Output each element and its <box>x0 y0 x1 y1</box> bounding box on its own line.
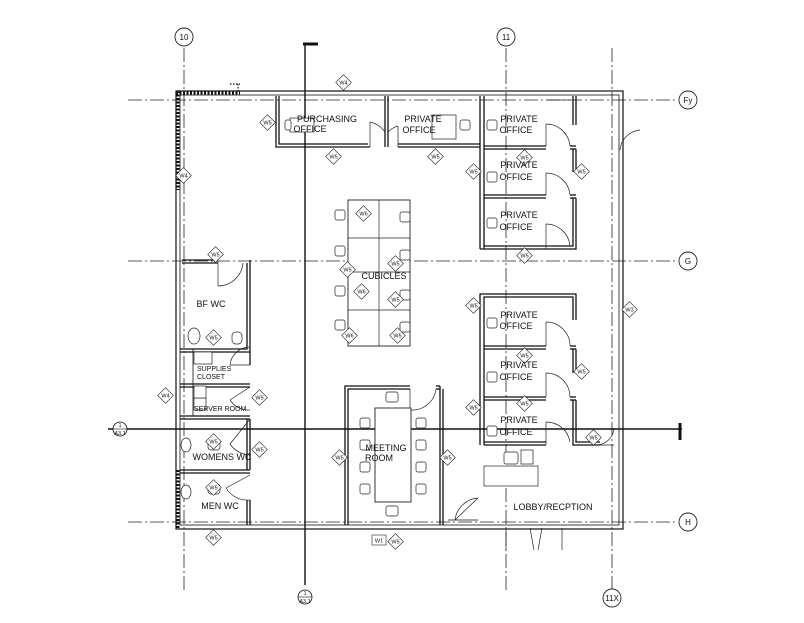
svg-text:W5: W5 <box>391 540 399 546</box>
room-label-private-4: PRIVATE <box>500 310 537 320</box>
grid-bubbles <box>174 27 698 608</box>
room-label-private-1: PRIVATE <box>500 114 537 124</box>
grid-label-11x: 11X <box>605 594 619 603</box>
svg-text:A3.1: A3.1 <box>299 599 310 605</box>
grid-label-11: 11 <box>502 33 511 42</box>
svg-text:W4: W4 <box>161 394 169 400</box>
svg-text:1: 1 <box>303 591 306 597</box>
svg-text:W5: W5 <box>343 268 351 274</box>
svg-text:W5: W5 <box>577 170 585 176</box>
svg-text:W5: W5 <box>263 121 271 127</box>
grid-label-g: G <box>685 257 691 266</box>
room-label-private-2-office: OFFICE <box>500 172 533 182</box>
room-label-private-5: PRIVATE <box>500 360 537 370</box>
room-label-purchasing: PURCHASING <box>297 114 357 124</box>
svg-text:W5: W5 <box>391 298 399 304</box>
svg-text:W5: W5 <box>520 402 528 408</box>
svg-text:W5: W5 <box>209 336 217 342</box>
svg-text:W4: W4 <box>179 174 187 180</box>
wall-type-tag-labels: W4 W5 W5 W5 W5 W5 W5 W4 W6 W5 W5 W6 W5 W… <box>161 81 633 546</box>
room-label-meeting-room: ROOM <box>365 453 393 463</box>
svg-text:W5: W5 <box>520 354 528 360</box>
svg-text:1: 1 <box>118 423 121 429</box>
svg-text:W5: W5 <box>329 155 337 161</box>
svg-text:W5: W5 <box>469 170 477 176</box>
svg-text:W5: W5 <box>211 253 219 259</box>
room-label-cubicles: CUBICLES <box>361 271 406 281</box>
room-label-private-5-office: OFFICE <box>500 372 533 382</box>
svg-text:W6: W6 <box>357 290 365 296</box>
grid-label-10: 10 <box>180 33 189 42</box>
section-marker-top: 1 A3.1 <box>112 421 128 437</box>
interior-walls <box>180 96 600 525</box>
svg-text:W5: W5 <box>431 155 439 161</box>
svg-text:W5: W5 <box>335 456 343 462</box>
svg-text:W5: W5 <box>469 406 477 412</box>
room-label-men-wc: MEN WC <box>201 501 239 511</box>
room-label-private-1-office: OFFICE <box>500 125 533 135</box>
grid-label-fy: Fy <box>684 96 693 105</box>
room-label-purchasing-office: OFFICE <box>294 124 327 134</box>
svg-text:W5: W5 <box>255 448 263 454</box>
doors <box>217 99 641 551</box>
room-label-private-6: PRIVATE <box>500 415 537 425</box>
furniture <box>180 114 539 517</box>
room-label-private-6-office: OFFICE <box>500 427 533 437</box>
room-label-private-a-office: OFFICE <box>403 125 436 135</box>
svg-text:W4: W4 <box>339 81 347 87</box>
svg-text:W5: W5 <box>443 456 451 462</box>
svg-text:W5: W5 <box>391 262 399 268</box>
room-labels: PURCHASING OFFICE PRIVATE OFFICE PRIVATE… <box>193 114 593 512</box>
room-label-lobby: LOBBY/RECPTION <box>513 502 592 512</box>
svg-text:W5: W5 <box>520 156 528 162</box>
room-label-meeting: MEETING <box>365 443 406 453</box>
svg-text:W6: W6 <box>359 212 367 218</box>
svg-text:W5: W5 <box>469 304 477 310</box>
svg-text:W5: W5 <box>520 254 528 260</box>
svg-text:W5: W5 <box>209 440 217 446</box>
svg-text:W1: W1 <box>375 539 383 545</box>
svg-text:W5: W5 <box>209 536 217 542</box>
room-label-private-2: PRIVATE <box>500 160 537 170</box>
svg-text:W3: W3 <box>625 308 633 314</box>
svg-text:W5: W5 <box>577 370 585 376</box>
wall-type-tags <box>157 74 638 550</box>
section-marker-bottom: 1 A3.1 <box>297 589 313 605</box>
room-label-supplies: SUPPLIES <box>197 366 232 373</box>
grid-label-h: H <box>685 518 691 527</box>
svg-text:W5: W5 <box>255 396 263 402</box>
svg-text:W6: W6 <box>345 334 353 340</box>
room-label-private-3: PRIVATE <box>500 210 537 220</box>
svg-text:A3.1: A3.1 <box>114 431 125 437</box>
room-label-bf-wc: BF WC <box>197 299 226 309</box>
room-label-closet: CLOSET <box>197 374 226 381</box>
room-label-womens-wc: WOMENS WC <box>193 452 252 462</box>
room-label-private-a: PRIVATE <box>404 114 441 124</box>
room-label-server: SERVER ROOM <box>194 406 247 413</box>
room-label-private-3-office: OFFICE <box>500 222 533 232</box>
svg-text:W5: W5 <box>393 334 401 340</box>
room-label-private-4-office: OFFICE <box>500 321 533 331</box>
svg-text:W5: W5 <box>589 436 597 442</box>
svg-text:W5: W5 <box>209 486 217 492</box>
